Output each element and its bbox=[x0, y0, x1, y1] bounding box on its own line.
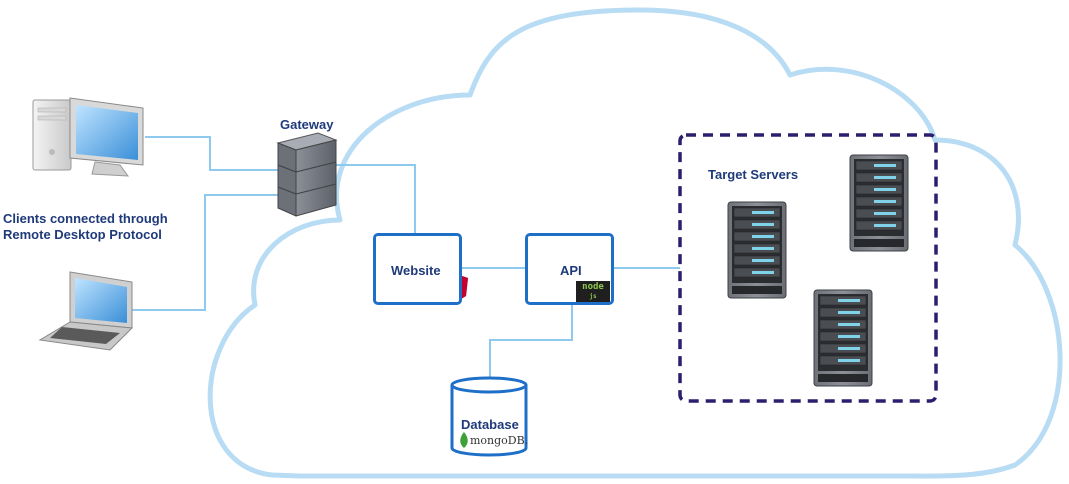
website-box[interactable]: Website bbox=[373, 233, 462, 305]
nodejs-logo-text: node bbox=[582, 282, 604, 292]
rack-server-icon bbox=[727, 201, 787, 299]
rack-server-icon bbox=[813, 289, 873, 387]
mongodb-leaf-icon bbox=[460, 432, 468, 448]
clients-label-line2: Remote Desktop Protocol bbox=[3, 227, 162, 242]
laptop-icon bbox=[38, 271, 134, 351]
clients-label-line1: Clients connected through bbox=[3, 211, 168, 226]
mongodb-logo-text: mongoDB. bbox=[470, 434, 529, 447]
api-label: API bbox=[560, 263, 582, 278]
database-label: Database bbox=[461, 417, 519, 432]
desktop-computer-icon bbox=[32, 97, 144, 177]
database-cylinder-icon bbox=[450, 376, 528, 457]
connectors bbox=[130, 136, 680, 382]
nodejs-logo-subtext: js bbox=[589, 293, 597, 300]
connector-gateway-website bbox=[336, 164, 416, 234]
website-label: Website bbox=[391, 263, 441, 278]
target-servers-group bbox=[678, 133, 938, 403]
cloud-outline bbox=[207, 7, 1063, 479]
connector-laptop-gateway bbox=[130, 194, 283, 311]
rack-server-icon bbox=[849, 154, 909, 252]
nodejs-logo-icon: node js bbox=[576, 281, 610, 302]
gateway-label: Gateway bbox=[280, 117, 334, 132]
gateway-server-icon bbox=[276, 132, 338, 217]
connector-api-database bbox=[489, 305, 573, 382]
connector-desktop-gateway bbox=[145, 136, 283, 171]
target-servers-label: Target Servers bbox=[708, 167, 799, 182]
api-box[interactable]: API node js bbox=[525, 233, 614, 305]
